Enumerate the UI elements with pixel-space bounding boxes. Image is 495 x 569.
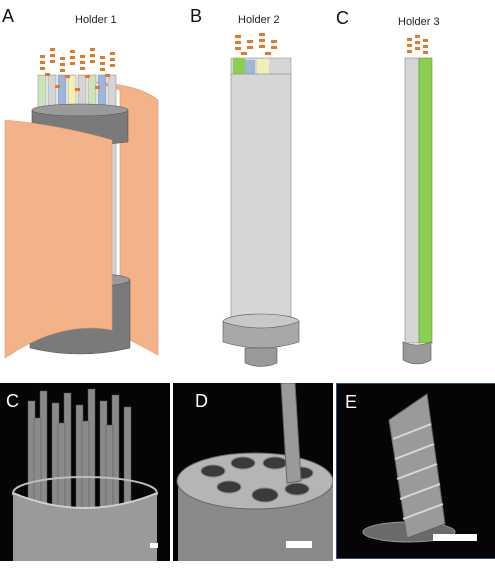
copper-sheet-front	[4, 119, 113, 359]
holder-2-stub	[244, 347, 278, 367]
holder-2-base	[222, 321, 300, 349]
photo-label-c: C	[6, 391, 19, 411]
holder-2-title: Holder 2	[238, 14, 280, 26]
photo-label-d: D	[195, 391, 208, 411]
pillars-in-cylinder-icon	[0, 383, 170, 561]
holder-1-diagram	[4, 48, 159, 359]
holder-3-rod-grey	[404, 57, 420, 344]
single-pillar-close-up-icon	[337, 384, 495, 558]
holder-3-title: Holder 3	[398, 16, 440, 28]
holder-2-tube	[230, 73, 292, 323]
holder-3-rod-green	[418, 57, 433, 344]
scale-bar-c	[150, 543, 158, 548]
photo-e: E	[336, 383, 495, 559]
scale-bar-d	[286, 541, 312, 548]
holder-3-diagram	[402, 35, 433, 365]
panel-label-a: A	[2, 6, 15, 26]
photo-c: C	[0, 383, 170, 561]
pillar-tip-stripes	[40, 48, 115, 91]
panel-label-c: C	[336, 8, 349, 28]
scale-bar-e	[433, 534, 477, 541]
holder-2-tip-stripes	[235, 33, 277, 55]
panel-label-b: B	[190, 6, 203, 26]
photo-d: D	[173, 383, 333, 561]
holder-2-diagram	[222, 33, 300, 367]
holder-1-title: Holder 1	[75, 14, 117, 26]
photo-label-e: E	[345, 392, 358, 412]
holder-3-tip-stripes	[407, 35, 428, 54]
holder-3-base	[402, 341, 432, 365]
